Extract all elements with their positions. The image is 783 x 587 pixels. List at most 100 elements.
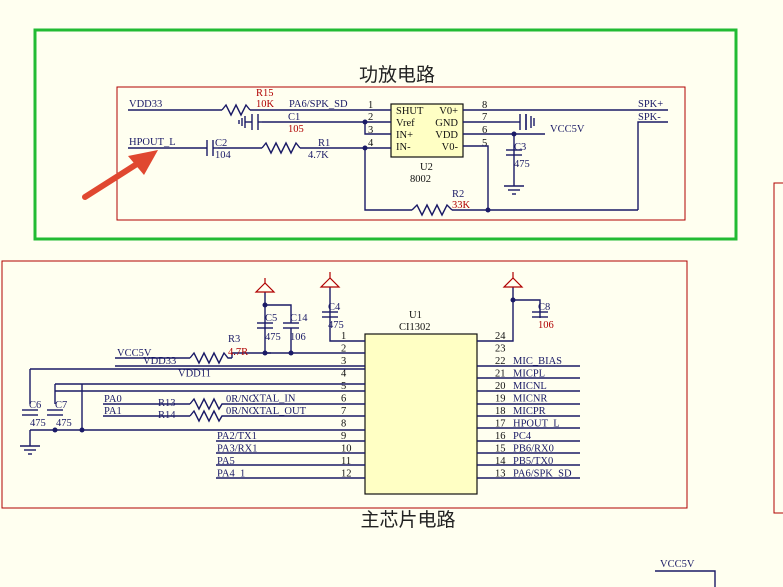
u1-left-net-10: PA3/RX1 [217, 444, 257, 455]
u1-pin-num-14: 14 [495, 456, 506, 467]
amp-highlight-frame [33, 28, 738, 241]
c7-ref: C7 [55, 400, 67, 411]
u1-left-net-7: XTAL_OUT [252, 406, 307, 417]
c5-ref: C5 [265, 313, 277, 324]
u1-left-pins: 123VDD334VDD1156XTAL_IN7XTAL_OUT89PA2/TX… [143, 331, 352, 480]
c8-value: 106 [538, 320, 554, 331]
u1-right-net-14: PB5/TX0 [513, 456, 553, 467]
c6-ref: C6 [29, 400, 41, 411]
u2-chip-body[interactable] [390, 103, 464, 158]
u1-pin-num-4: 4 [341, 369, 347, 380]
r15-resistor [221, 103, 251, 117]
u1-pin-num-22: 22 [495, 356, 506, 367]
annotation-arrow [82, 150, 158, 200]
u1-pin-num-17: 17 [495, 419, 506, 430]
amp-net-spk-minus: SPK- [638, 112, 661, 123]
r3-resistor [189, 351, 232, 365]
main-net-pa0: PA0 [104, 394, 122, 405]
c4-capacitor [322, 311, 338, 318]
u1-right-net-16: PC4 [513, 431, 532, 442]
main-net-pa1: PA1 [104, 406, 122, 417]
r2-value: 33K [452, 200, 471, 211]
amp-junctions [362, 119, 517, 213]
u2-pin-name-5: V0- [442, 142, 459, 153]
u2-pin-num-5: 5 [482, 138, 487, 149]
corner-wire [655, 570, 716, 587]
c14-value: 106 [290, 332, 306, 343]
c8-ref: C8 [538, 302, 550, 313]
c7-capacitor [47, 409, 63, 416]
u2-pin-num-3: 3 [368, 125, 373, 136]
u1-right-net-22: MIC_BIAS [513, 356, 562, 367]
u2-left-pins: SHUT Vref IN+ IN- 1 2 3 4 [368, 100, 424, 153]
u2-pin-num-1: 1 [368, 100, 373, 111]
amp-net-spk-sd: PA6/SPK_SD [289, 99, 348, 110]
c2-capacitor [206, 140, 218, 156]
u2-pin-num-6: 6 [482, 125, 487, 136]
u1-pin-num-3: 3 [341, 356, 346, 367]
power-symbol-c8 [502, 272, 524, 288]
amp-wires [128, 109, 668, 211]
c3-value: 475 [514, 159, 530, 170]
u2-pin-num-8: 8 [482, 100, 487, 111]
c5-capacitor [257, 322, 273, 329]
c3-ground-symbol [504, 185, 524, 195]
u2-pin-name-2: Vref [396, 118, 415, 129]
amp-net-vcc5v: VCC5V [550, 124, 585, 135]
c1-ground-symbol [238, 116, 246, 128]
u1-left-net-12: PA4_1 [217, 469, 245, 480]
r1-value: 4.7K [308, 150, 329, 161]
u2-ref: U2 [420, 162, 433, 173]
r13-ref: R13 [158, 398, 176, 409]
u1-pin-num-19: 19 [495, 394, 506, 405]
u2-part: 8002 [410, 174, 431, 185]
u1-pin-num-23: 23 [495, 344, 506, 355]
c1-value: 105 [288, 124, 304, 135]
u1-pin-num-2: 2 [341, 344, 346, 355]
u1-pin-num-1: 1 [341, 331, 346, 342]
c6-ground-symbol [20, 430, 40, 455]
vdd-bypass-capacitor [510, 114, 535, 130]
c14-capacitor [283, 322, 299, 353]
r1-ref: R1 [318, 138, 330, 149]
u2-pin-num-7: 7 [482, 112, 487, 123]
u1-right-net-21: MICPL [513, 369, 545, 380]
amp-net-hpout: HPOUT_L [129, 137, 176, 148]
r14-ref: R14 [158, 410, 176, 421]
next-section-frame [773, 182, 783, 514]
main-wires [29, 287, 580, 479]
u1-right-net-15: PB6/RX0 [513, 444, 554, 455]
amp-title: 功放电路 [359, 64, 435, 86]
u2-pin-num-2: 2 [368, 112, 373, 123]
r3-ref: R3 [228, 334, 240, 345]
c1-capacitor [245, 114, 262, 130]
main-section-frame [1, 260, 688, 509]
u1-pin-num-13: 13 [495, 469, 506, 480]
u1-left-net-3: VDD33 [143, 356, 176, 367]
main-junctions [52, 297, 516, 433]
u2-pin-name-3: IN+ [396, 130, 413, 141]
u2-pin-name-6: VDD [435, 130, 458, 141]
u1-right-net-18: MICPR [513, 406, 546, 417]
u1-pin-num-11: 11 [341, 456, 351, 467]
c6-capacitor [22, 409, 38, 416]
c3-capacitor [506, 149, 522, 156]
c1-ref: C1 [288, 112, 300, 123]
c2-ref: C2 [215, 138, 227, 149]
u1-chip-body[interactable] [364, 333, 478, 495]
u1-pin-num-6: 6 [341, 394, 346, 405]
u1-right-net-13: PA6/SPK_SD [513, 469, 572, 480]
u1-left-net-9: PA2/TX1 [217, 431, 257, 442]
r15-value: 10K [256, 99, 275, 110]
main-net-vcc5v: VCC5V [117, 348, 152, 359]
u1-pin-num-24: 24 [495, 331, 506, 342]
u2-pin-num-4: 4 [368, 138, 374, 149]
u1-pin-num-9: 9 [341, 431, 346, 442]
c4-ref: C4 [328, 302, 341, 313]
main-title: 主芯片电路 [360, 509, 455, 531]
r2-ref: R2 [452, 189, 464, 200]
u1-pin-num-21: 21 [495, 369, 506, 380]
power-symbol-c4 [319, 272, 341, 288]
